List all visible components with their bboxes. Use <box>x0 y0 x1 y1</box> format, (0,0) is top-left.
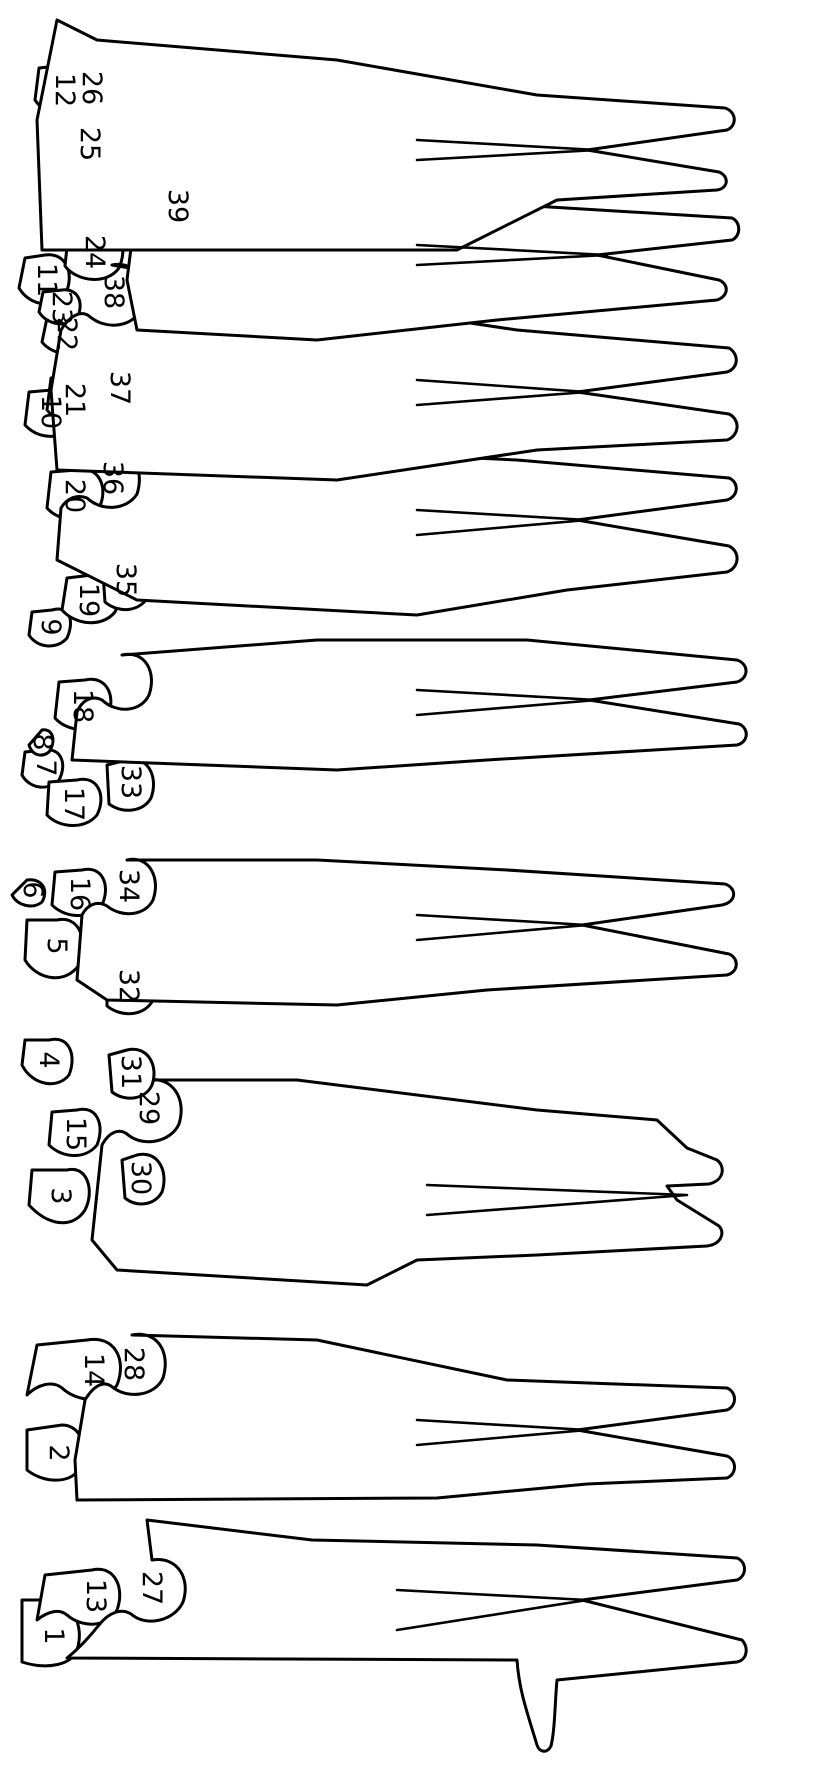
figure-number-label: 36 <box>97 461 128 495</box>
figure-number-label: 39 <box>162 189 193 223</box>
figure-number-label: 21 <box>59 383 90 417</box>
figure-number-label: 31 <box>115 1055 146 1089</box>
figure-number-label: 23 <box>46 291 77 325</box>
figure-number-label: 15 <box>60 1117 91 1151</box>
figure-number-label: 7 <box>30 759 61 776</box>
figure-number-label: 3 <box>45 1187 76 1204</box>
figure-number-label: 6 <box>17 881 48 898</box>
figure-outline <box>67 1520 746 1751</box>
figure-number-label: 16 <box>64 877 95 911</box>
figure-number-label: 13 <box>80 1579 111 1613</box>
figure-number-label: 26 <box>76 71 107 105</box>
figure-number-label: 30 <box>125 1161 156 1195</box>
figure-number-label: 38 <box>98 275 129 309</box>
figure-outline <box>72 640 746 770</box>
figure-number-label: 17 <box>58 787 89 821</box>
figure-outline <box>92 1080 722 1285</box>
figure-number-label: 20 <box>59 479 90 513</box>
figure-number-label: 34 <box>113 869 144 903</box>
figure-outline <box>77 859 736 1005</box>
figure-number-label: 5 <box>41 937 72 954</box>
figure-number-label: 14 <box>78 1353 109 1387</box>
figure-number-label: 29 <box>133 1091 164 1125</box>
figure-number-label: 25 <box>74 127 105 161</box>
figure-number-label: 28 <box>118 1347 149 1381</box>
figure-number-label: 18 <box>67 689 98 723</box>
figure-number-label: 37 <box>104 371 135 405</box>
figure-number-label: 1 <box>38 1627 69 1644</box>
figure-outline <box>75 1334 735 1500</box>
figure-number-label: 33 <box>115 765 146 799</box>
figure-number-label: 35 <box>110 563 141 597</box>
figure-number-label: 2 <box>43 1444 74 1461</box>
figure-number-label: 19 <box>73 583 104 617</box>
figure-number-label: 32 <box>113 969 144 1003</box>
figure-number-label: 24 <box>79 235 110 269</box>
figure-number-label: 8 <box>27 733 58 750</box>
figure-number-label: 9 <box>35 618 66 635</box>
figure-number-label: 4 <box>33 1051 64 1068</box>
figure-number-label: 27 <box>136 1571 167 1605</box>
figure-number-label: 12 <box>49 73 80 107</box>
